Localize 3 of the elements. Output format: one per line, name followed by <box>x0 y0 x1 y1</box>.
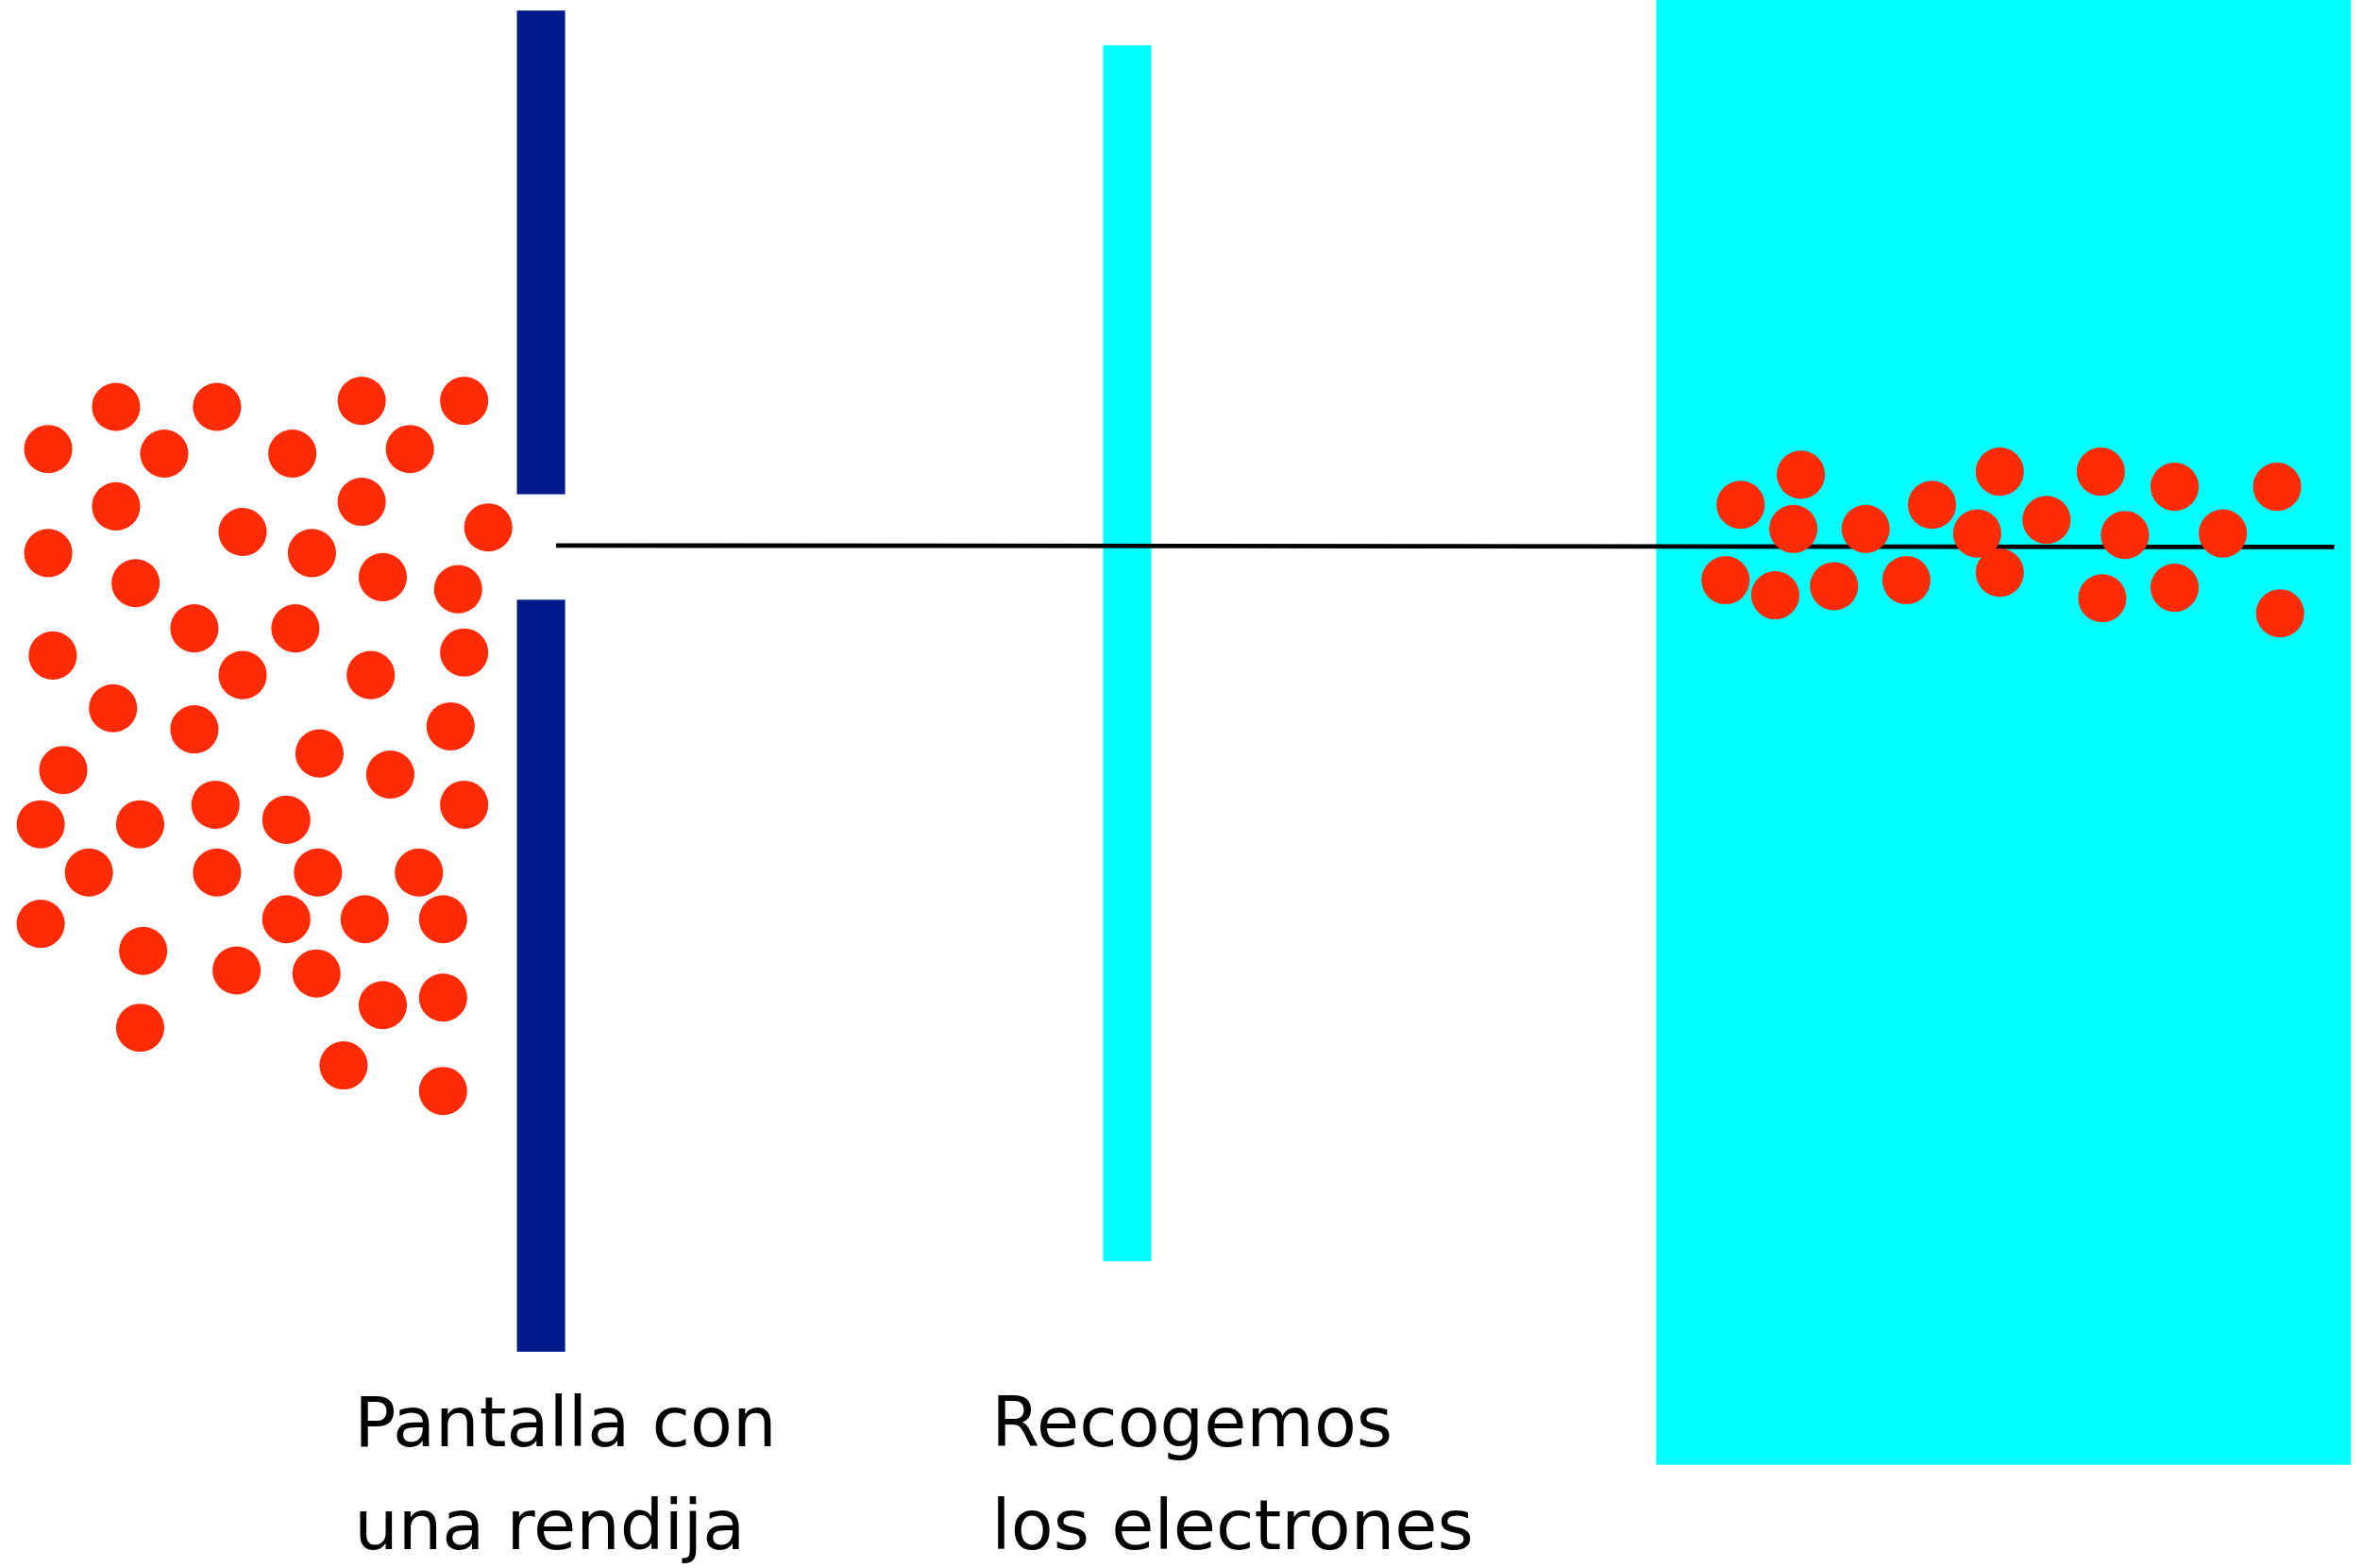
collector-plate <box>1103 44 1152 1262</box>
caption-text: Recogemos los electrones <box>991 1380 1474 1568</box>
caption-text: Pantalla con una rendija <box>354 1380 777 1568</box>
